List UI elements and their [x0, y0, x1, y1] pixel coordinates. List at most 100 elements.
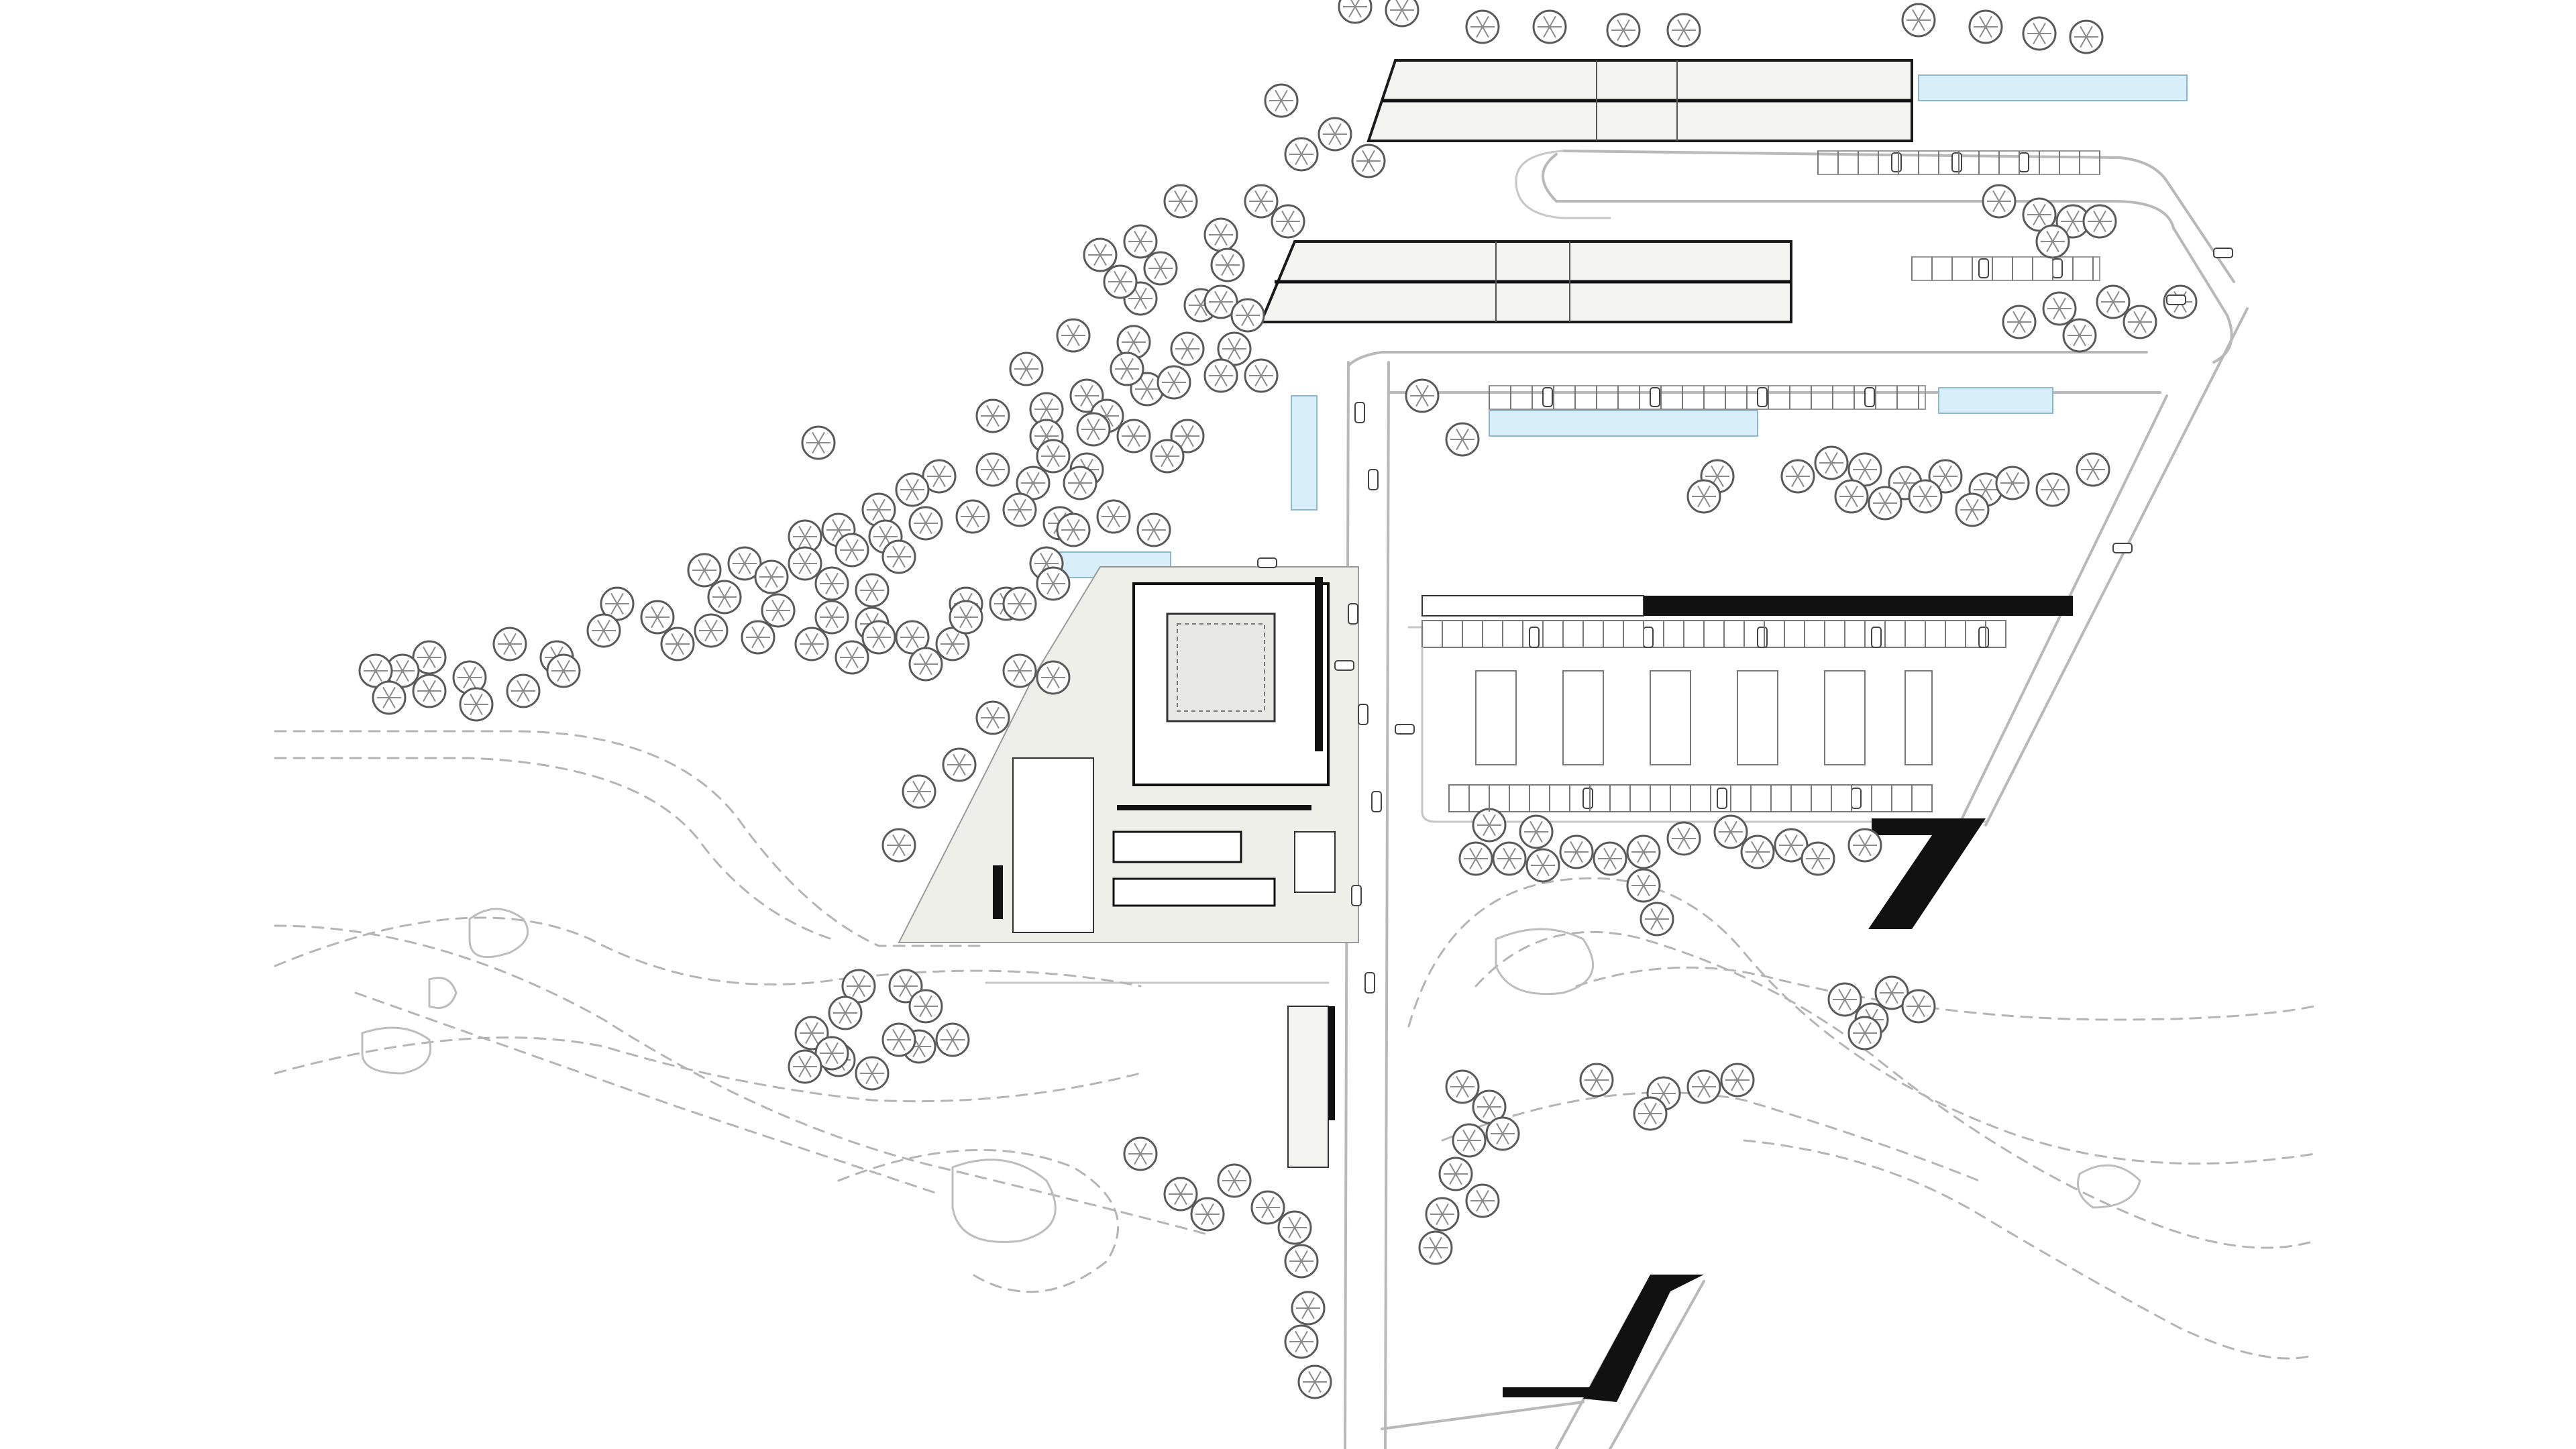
tree-icon: [1593, 841, 1627, 876]
tree-icon: [1163, 1177, 1198, 1212]
tree-icon: [1083, 237, 1118, 272]
pond-f: [2077, 1164, 2141, 1209]
angular-walls: [1503, 818, 1986, 1402]
tree-icon: [2076, 452, 2110, 487]
tree-icon: [1036, 439, 1071, 474]
tree-icon: [814, 1036, 849, 1071]
main-building: [898, 566, 1359, 943]
pond-a: [468, 908, 529, 959]
west-wall: [993, 865, 1003, 919]
path-h: [1407, 877, 2316, 1165]
tree-icon: [1271, 204, 1305, 239]
diagonal-road-outer: [1984, 307, 2249, 826]
car-icon: [1717, 788, 1727, 809]
tree-icon: [1686, 479, 1721, 514]
tree-icon: [855, 573, 890, 608]
tree-icon: [1284, 1244, 1319, 1279]
tree-icon: [1163, 184, 1198, 219]
parking-aisle: [1407, 626, 1987, 823]
pavilion-outline: [1287, 1006, 1329, 1168]
tree-icon: [1250, 1190, 1285, 1225]
tree-icon: [935, 1022, 970, 1057]
tree-icon: [1472, 808, 1507, 843]
tree-icon: [1908, 479, 1943, 514]
tree-icon: [1834, 479, 1869, 514]
kitchen-block: [1112, 830, 1242, 863]
car-icon: [1364, 972, 1375, 994]
tree-icon: [828, 996, 863, 1030]
tree-icon: [881, 1022, 916, 1057]
tree-icon: [1968, 9, 2003, 44]
parking-island-5: [1824, 670, 1866, 765]
tree-icon: [586, 613, 621, 648]
tree-icon: [506, 674, 541, 708]
tree-icon: [1203, 358, 1238, 393]
tree-icon: [1056, 513, 1091, 547]
tree-icon: [935, 627, 970, 661]
car-icon: [1978, 258, 1989, 278]
tree-icon: [902, 774, 936, 809]
tree-icon: [861, 492, 896, 527]
tree-icon: [1036, 660, 1071, 695]
tree-icon: [1244, 358, 1279, 393]
car-icon: [1891, 152, 1902, 172]
car-icon: [1348, 603, 1358, 625]
tree-icon: [1982, 184, 2017, 219]
upper-road: [1347, 351, 2148, 367]
tree-icon: [855, 1056, 890, 1091]
tree-icon: [955, 499, 990, 534]
tree-icon: [814, 600, 849, 635]
tree-icon: [2123, 305, 2157, 339]
tree-icon: [2022, 16, 2057, 51]
tree-icon: [1740, 835, 1775, 869]
tree-icon: [1814, 445, 1849, 480]
tree-icon: [1190, 1197, 1225, 1232]
tree-icon: [1874, 975, 1909, 1010]
tree-icon: [1626, 835, 1661, 869]
parking-island-3: [1650, 670, 1691, 765]
tree-icon: [2022, 197, 2057, 232]
tree-icon: [1633, 1096, 1668, 1131]
car-icon: [1529, 627, 1540, 648]
tree-icon: [1203, 217, 1238, 252]
tree-icon: [1385, 0, 1419, 28]
tree-icon: [1136, 513, 1171, 547]
tree-icon: [1901, 989, 1936, 1024]
path-f: [354, 991, 941, 1195]
tree-icon: [1338, 0, 1373, 24]
path-j: [1743, 1139, 2316, 1360]
tree-icon: [1277, 1210, 1312, 1245]
angle-wall-east: [1868, 818, 1986, 929]
tree-icon: [1465, 9, 1500, 44]
tree-icon: [1458, 841, 1493, 876]
tree-icon: [881, 828, 916, 863]
car-icon: [1978, 627, 1989, 648]
tree-icon: [922, 459, 957, 494]
tree-icon: [640, 600, 675, 635]
tree-icon: [741, 620, 775, 655]
parking-row-upper: [1489, 385, 1926, 410]
tree-icon: [1123, 224, 1158, 259]
courtyard-garden: [1166, 612, 1276, 722]
tree-icon: [2069, 19, 2104, 54]
tree-icon: [1076, 412, 1111, 447]
car-icon: [1358, 704, 1368, 725]
tree-icon: [1720, 1063, 1755, 1097]
lobby-block: [1112, 877, 1276, 907]
tree-icon: [1465, 1183, 1500, 1218]
tree-icon: [412, 674, 447, 708]
tree-icon: [1297, 1364, 1332, 1399]
main-road-east-edge: [1384, 361, 1390, 1449]
parking-east: [1407, 595, 2073, 823]
tree-icon: [1203, 284, 1238, 319]
tree-icon: [372, 680, 407, 715]
tree-icon: [1666, 13, 1701, 48]
tree-icon: [975, 398, 1010, 433]
tree-icon: [1485, 1116, 1520, 1151]
tree-icon: [1002, 586, 1037, 621]
tree-icon: [949, 600, 983, 635]
tree-icon: [754, 559, 789, 594]
tree-icon: [1666, 821, 1701, 856]
car-icon: [1582, 788, 1593, 809]
tree-icon: [2002, 305, 2037, 339]
